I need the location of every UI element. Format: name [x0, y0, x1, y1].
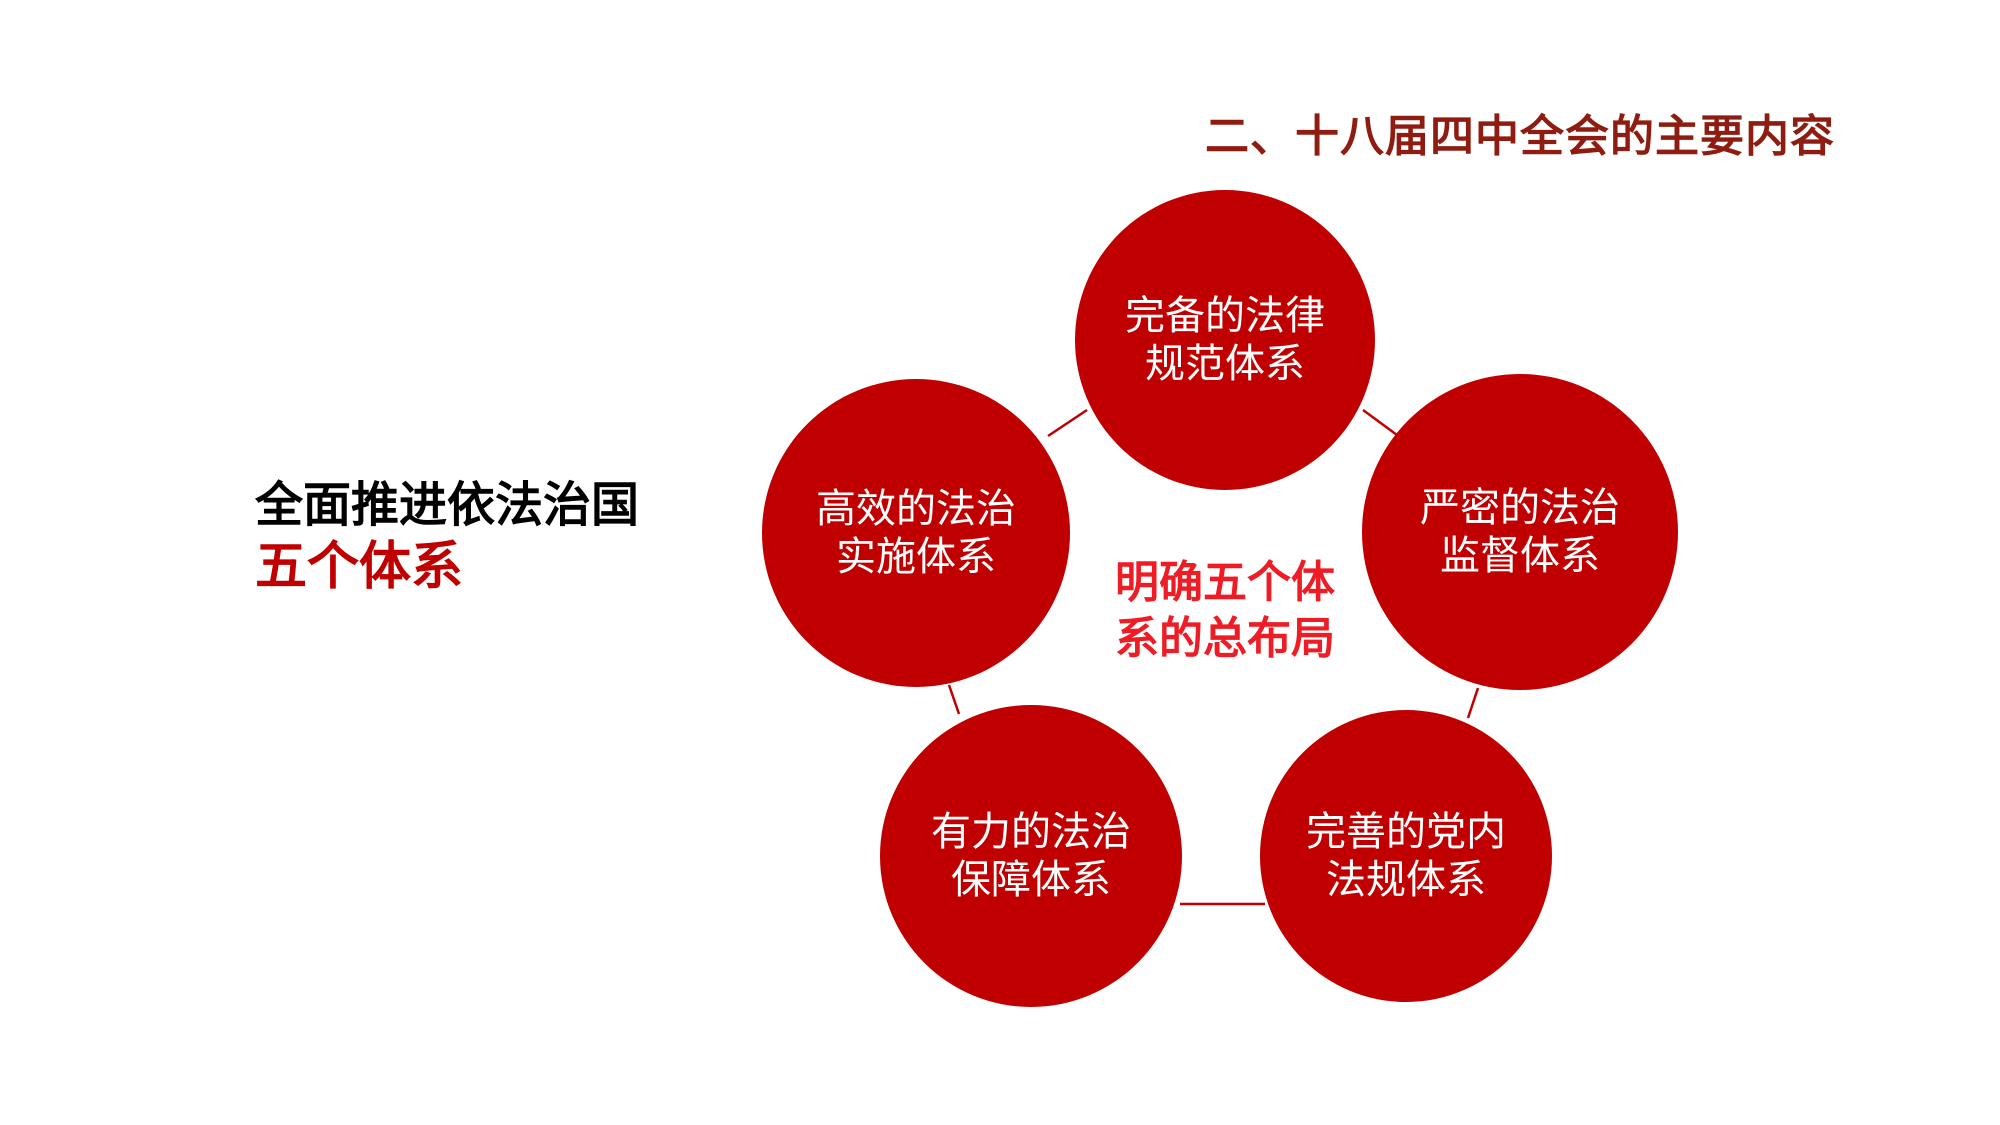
node-label: 高效的法治 实施体系	[816, 486, 1016, 580]
node-label: 有力的法治 保障体系	[931, 809, 1131, 903]
connector-right-bottomright	[1466, 687, 1480, 719]
node-legal-norms-system: 完备的法律 规范体系	[1075, 190, 1375, 490]
left-heading-line2: 五个体系	[255, 537, 464, 597]
connector-top-left	[1047, 408, 1088, 438]
node-label: 完备的法律 规范体系	[1125, 293, 1325, 387]
connector-top-right	[1362, 408, 1398, 437]
center-label: 明确五个体 系的总布局	[1115, 557, 1335, 664]
node-supervision-system: 严密的法治 监督体系	[1362, 374, 1678, 690]
connector-left-bottomleft	[947, 684, 961, 715]
slide-title: 二、十八届四中全会的主要内容	[1205, 111, 1835, 162]
node-implementation-system: 高效的法治 实施体系	[762, 379, 1070, 687]
node-party-regulations-system: 完善的党内 法规体系	[1260, 710, 1552, 1002]
node-guarantee-system: 有力的法治 保障体系	[880, 705, 1182, 1007]
node-label: 完善的党内 法规体系	[1306, 809, 1506, 903]
node-label: 严密的法治 监督体系	[1420, 485, 1620, 579]
left-heading-line1: 全面推进依法治国	[255, 477, 640, 533]
left-heading: 全面推进依法治国 五个体系	[255, 475, 639, 599]
